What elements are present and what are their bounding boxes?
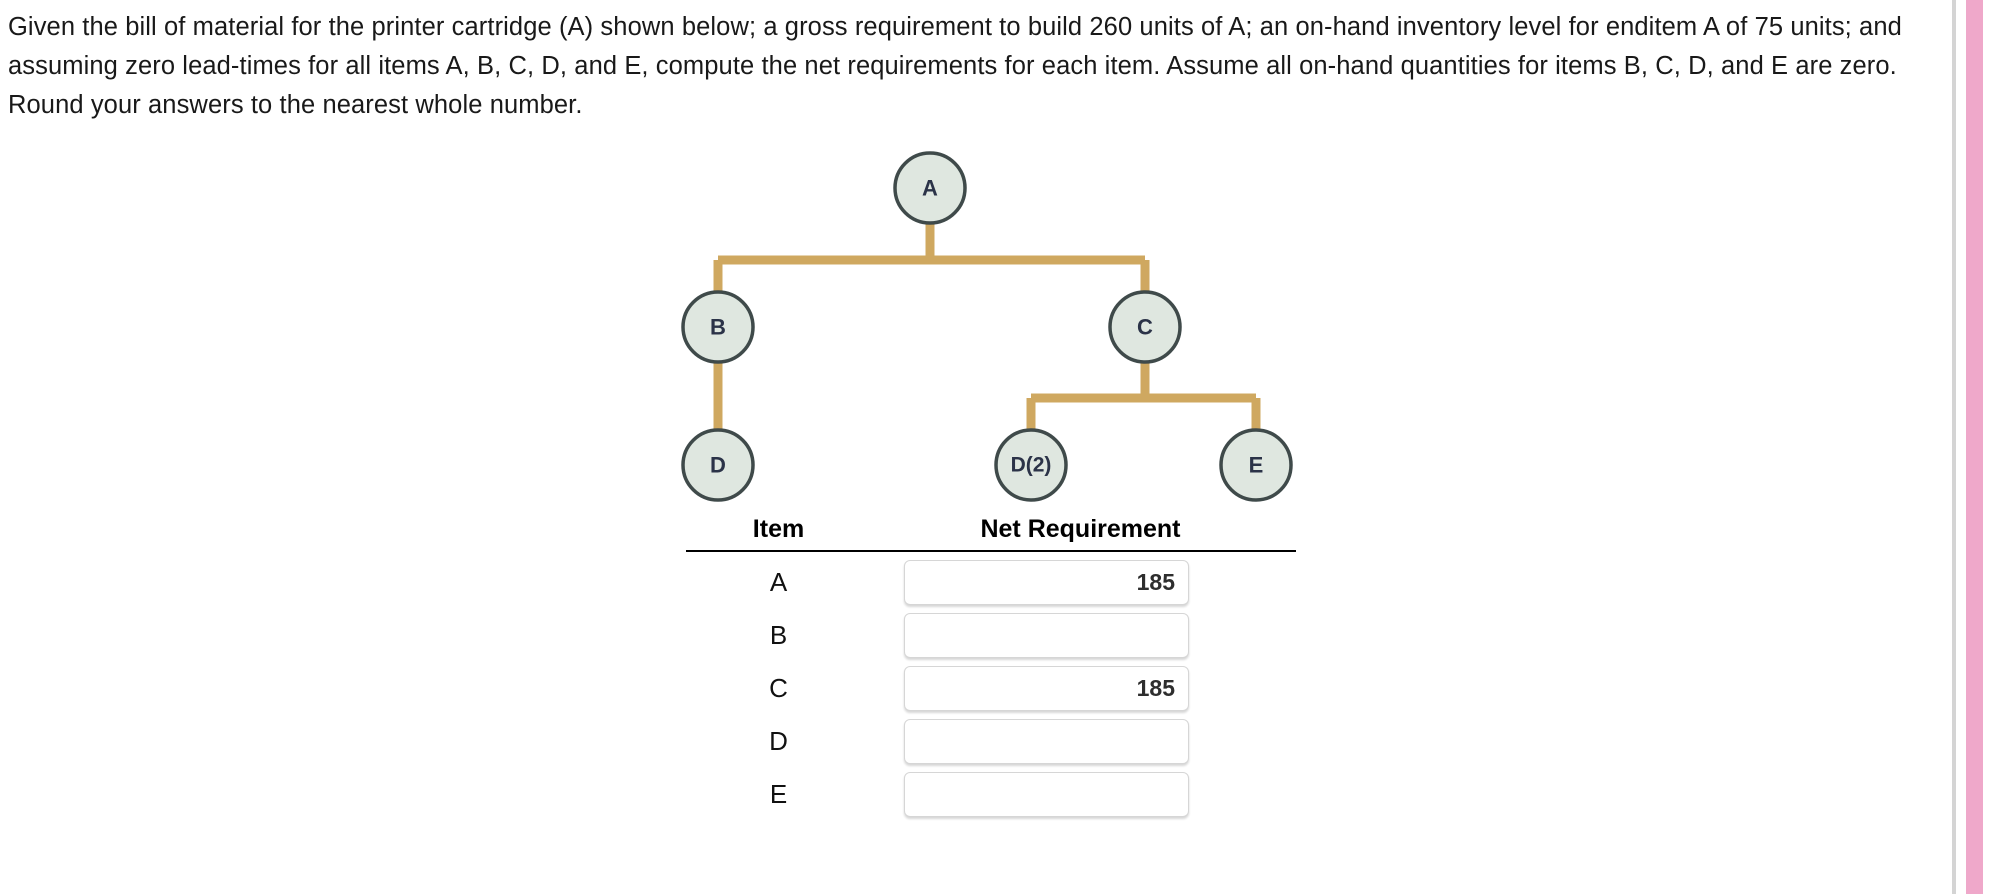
net-requirement-input-a[interactable]: 185	[904, 560, 1189, 605]
node-d2: D(2)	[994, 428, 1068, 502]
scrollbar-track	[1952, 0, 1956, 894]
node-d-label: D	[710, 453, 726, 478]
node-a: A	[893, 151, 967, 225]
row-item-label: A	[769, 567, 788, 597]
node-e-label: E	[1249, 453, 1264, 478]
node-b: B	[681, 290, 755, 364]
table-header-row: Item Net Requirement	[686, 515, 1296, 550]
header-divider	[686, 550, 1296, 552]
node-d: D	[681, 428, 755, 502]
scrollbar-thumb[interactable]	[1966, 0, 1983, 894]
diagram-nodes: A B C D D(2) E	[681, 151, 1293, 502]
row-item-label: D	[769, 726, 788, 756]
net-requirement-input-d[interactable]	[904, 719, 1189, 764]
row-item-label: C	[769, 673, 788, 703]
table-row: E	[686, 768, 1296, 821]
row-input-cell	[871, 772, 1296, 817]
question-prompt: Given the bill of material for the print…	[8, 13, 1902, 119]
net-requirement-input-c[interactable]: 185	[904, 666, 1189, 711]
table-row: B	[686, 609, 1296, 662]
row-item-label: E	[769, 779, 788, 809]
node-b-label: B	[710, 315, 726, 340]
diagram-links	[713, 223, 1261, 430]
net-requirement-input-e[interactable]	[904, 772, 1189, 817]
row-input-cell	[871, 613, 1296, 658]
column-header-net-requirement: Net Requirement	[980, 515, 1181, 543]
table-row: D	[686, 715, 1296, 768]
column-header-item: Item	[752, 515, 805, 543]
row-input-cell: 185	[871, 560, 1296, 605]
node-a-label: A	[922, 176, 938, 201]
net-requirement-input-b[interactable]	[904, 613, 1189, 658]
table-row: C 185	[686, 662, 1296, 715]
bill-of-material-diagram: A B C D D(2) E	[0, 130, 1930, 530]
table-row: A 185	[686, 556, 1296, 609]
page-scrollbar[interactable]	[1940, 0, 1989, 894]
net-requirement-table: Item Net Requirement A 185 B C 185 D E	[686, 515, 1296, 821]
row-item-label: B	[769, 620, 788, 650]
node-e: E	[1219, 428, 1293, 502]
node-c-label: C	[1137, 315, 1153, 340]
node-c: C	[1108, 290, 1182, 364]
row-input-cell: 185	[871, 666, 1296, 711]
node-d2-label: D(2)	[1011, 454, 1052, 477]
row-input-cell	[871, 719, 1296, 764]
